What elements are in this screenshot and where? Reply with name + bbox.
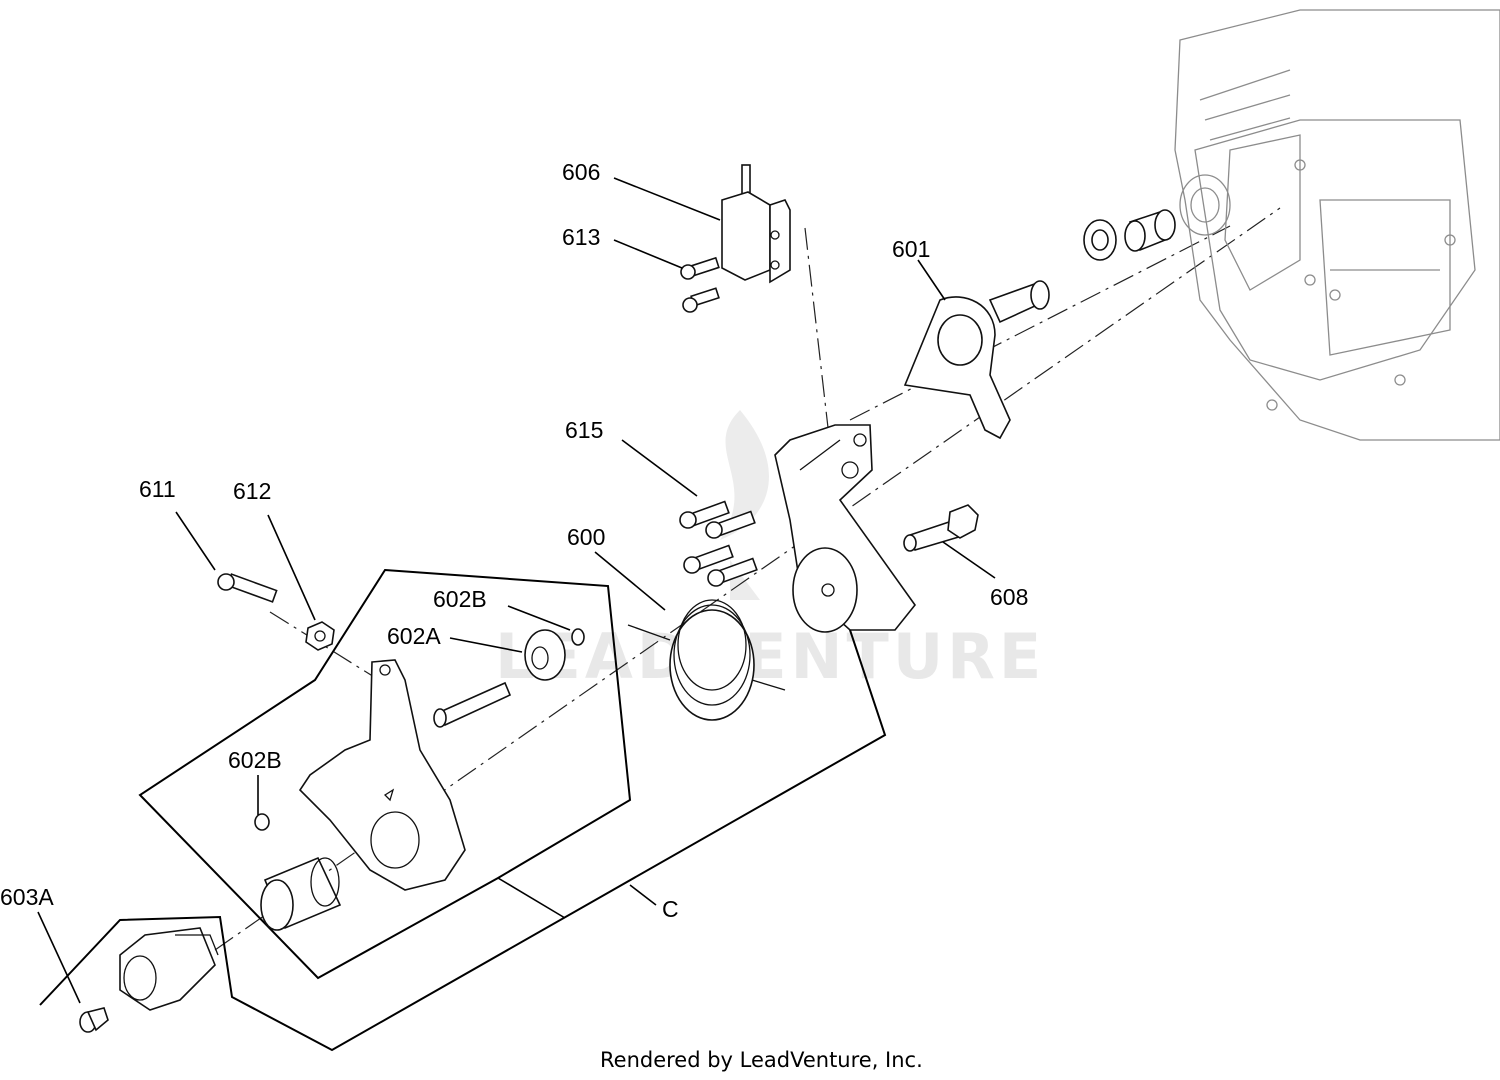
leader-lines <box>37 177 996 1004</box>
arm <box>298 659 466 891</box>
group-outline-upper <box>138 568 632 980</box>
rendered-by-credit: Rendered by LeadVenture, Inc. <box>600 1048 923 1072</box>
label-602B-top: 602B <box>433 586 487 612</box>
pin <box>433 681 512 728</box>
clip-602B-top <box>571 628 585 646</box>
roller-602A <box>524 629 566 681</box>
bolt-608 <box>903 504 979 552</box>
label-612: 612 <box>233 478 271 504</box>
leadventure-watermark: LEADVENTURE <box>495 410 1045 693</box>
screw-611 <box>217 573 278 603</box>
bracket-assembly <box>774 424 917 633</box>
label-600: 600 <box>567 524 605 550</box>
label-601: 601 <box>892 236 930 262</box>
nut-612 <box>305 621 335 651</box>
shift-lever-601 <box>903 280 1050 440</box>
spring-600 <box>627 599 786 721</box>
shaft-seal <box>1083 219 1117 261</box>
label-602A: 602A <box>387 623 441 649</box>
fitting-603A <box>79 1007 109 1033</box>
label-613: 613 <box>562 224 600 250</box>
screw-613-upper <box>680 256 720 280</box>
actuator <box>119 927 219 1011</box>
shaft-bearing <box>1124 209 1176 252</box>
watermark-text: LEADVENTURE <box>495 620 1045 693</box>
callout-labels: 606 613 601 615 611 612 600 608 602B 602… <box>0 159 1028 922</box>
label-602B-bottom: 602B <box>228 747 282 773</box>
group-outline-lower <box>39 629 887 1052</box>
engine-housing <box>1174 9 1500 441</box>
screws-615 <box>679 500 758 587</box>
label-611: 611 <box>139 476 176 502</box>
label-615: 615 <box>565 417 603 443</box>
sensor-606 <box>721 164 791 284</box>
bushing <box>260 856 342 931</box>
label-603A: 603A <box>0 884 54 910</box>
screw-613-lower <box>682 287 720 313</box>
label-606: 606 <box>562 159 600 185</box>
label-C: C <box>662 896 679 922</box>
clip-602B-bottom <box>254 813 270 831</box>
label-608: 608 <box>990 584 1028 610</box>
